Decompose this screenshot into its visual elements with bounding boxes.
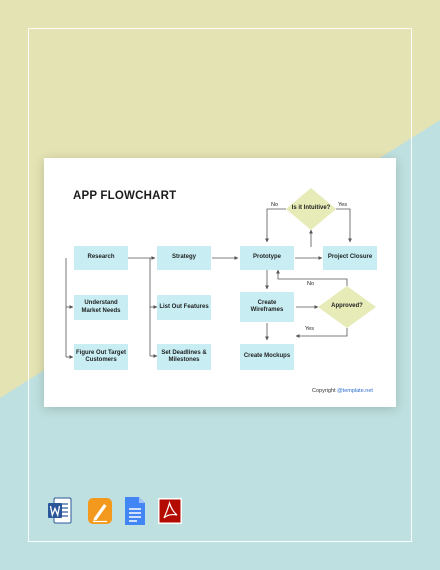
node-strategy: Strategy: [157, 246, 211, 270]
word-icon[interactable]: [47, 496, 73, 526]
decorative-frame: [28, 28, 412, 542]
node-set-deadlines-milestones: Set Deadlines & Milestones: [157, 344, 211, 370]
flowchart-title: APP FLOWCHART: [73, 190, 177, 202]
node-research: Research: [74, 246, 128, 270]
copyright-notice: Copyright @template.net: [312, 388, 373, 394]
node-create-mockups: Create Mockups: [240, 344, 294, 370]
template-link[interactable]: @template.net: [337, 388, 373, 394]
node-create-wireframes: Create Wireframes: [240, 292, 294, 322]
edge-label-intuitive-no: No: [271, 202, 279, 208]
pages-icon[interactable]: [87, 496, 113, 526]
copyright-text: Copyright: [312, 388, 336, 394]
pdf-icon[interactable]: [157, 496, 183, 526]
node-project-closure: Project Closure: [323, 246, 377, 270]
node-list-out-features: List Out Features: [157, 295, 211, 320]
node-figure-out-target-customers: Figure Out Target Customers: [74, 344, 128, 370]
edge-label-intuitive-yes: Yes: [338, 202, 347, 208]
decision-intuitive-label: Is it Intuitive?: [291, 205, 331, 211]
decision-approved-label: Approved?: [331, 303, 363, 309]
edge-label-approved-yes: Yes: [305, 326, 314, 332]
edge-label-approved-no: No: [307, 281, 315, 287]
node-understand-market-needs: Understand Market Needs: [74, 295, 128, 320]
node-prototype: Prototype: [240, 246, 294, 270]
google-docs-icon[interactable]: [122, 496, 148, 526]
